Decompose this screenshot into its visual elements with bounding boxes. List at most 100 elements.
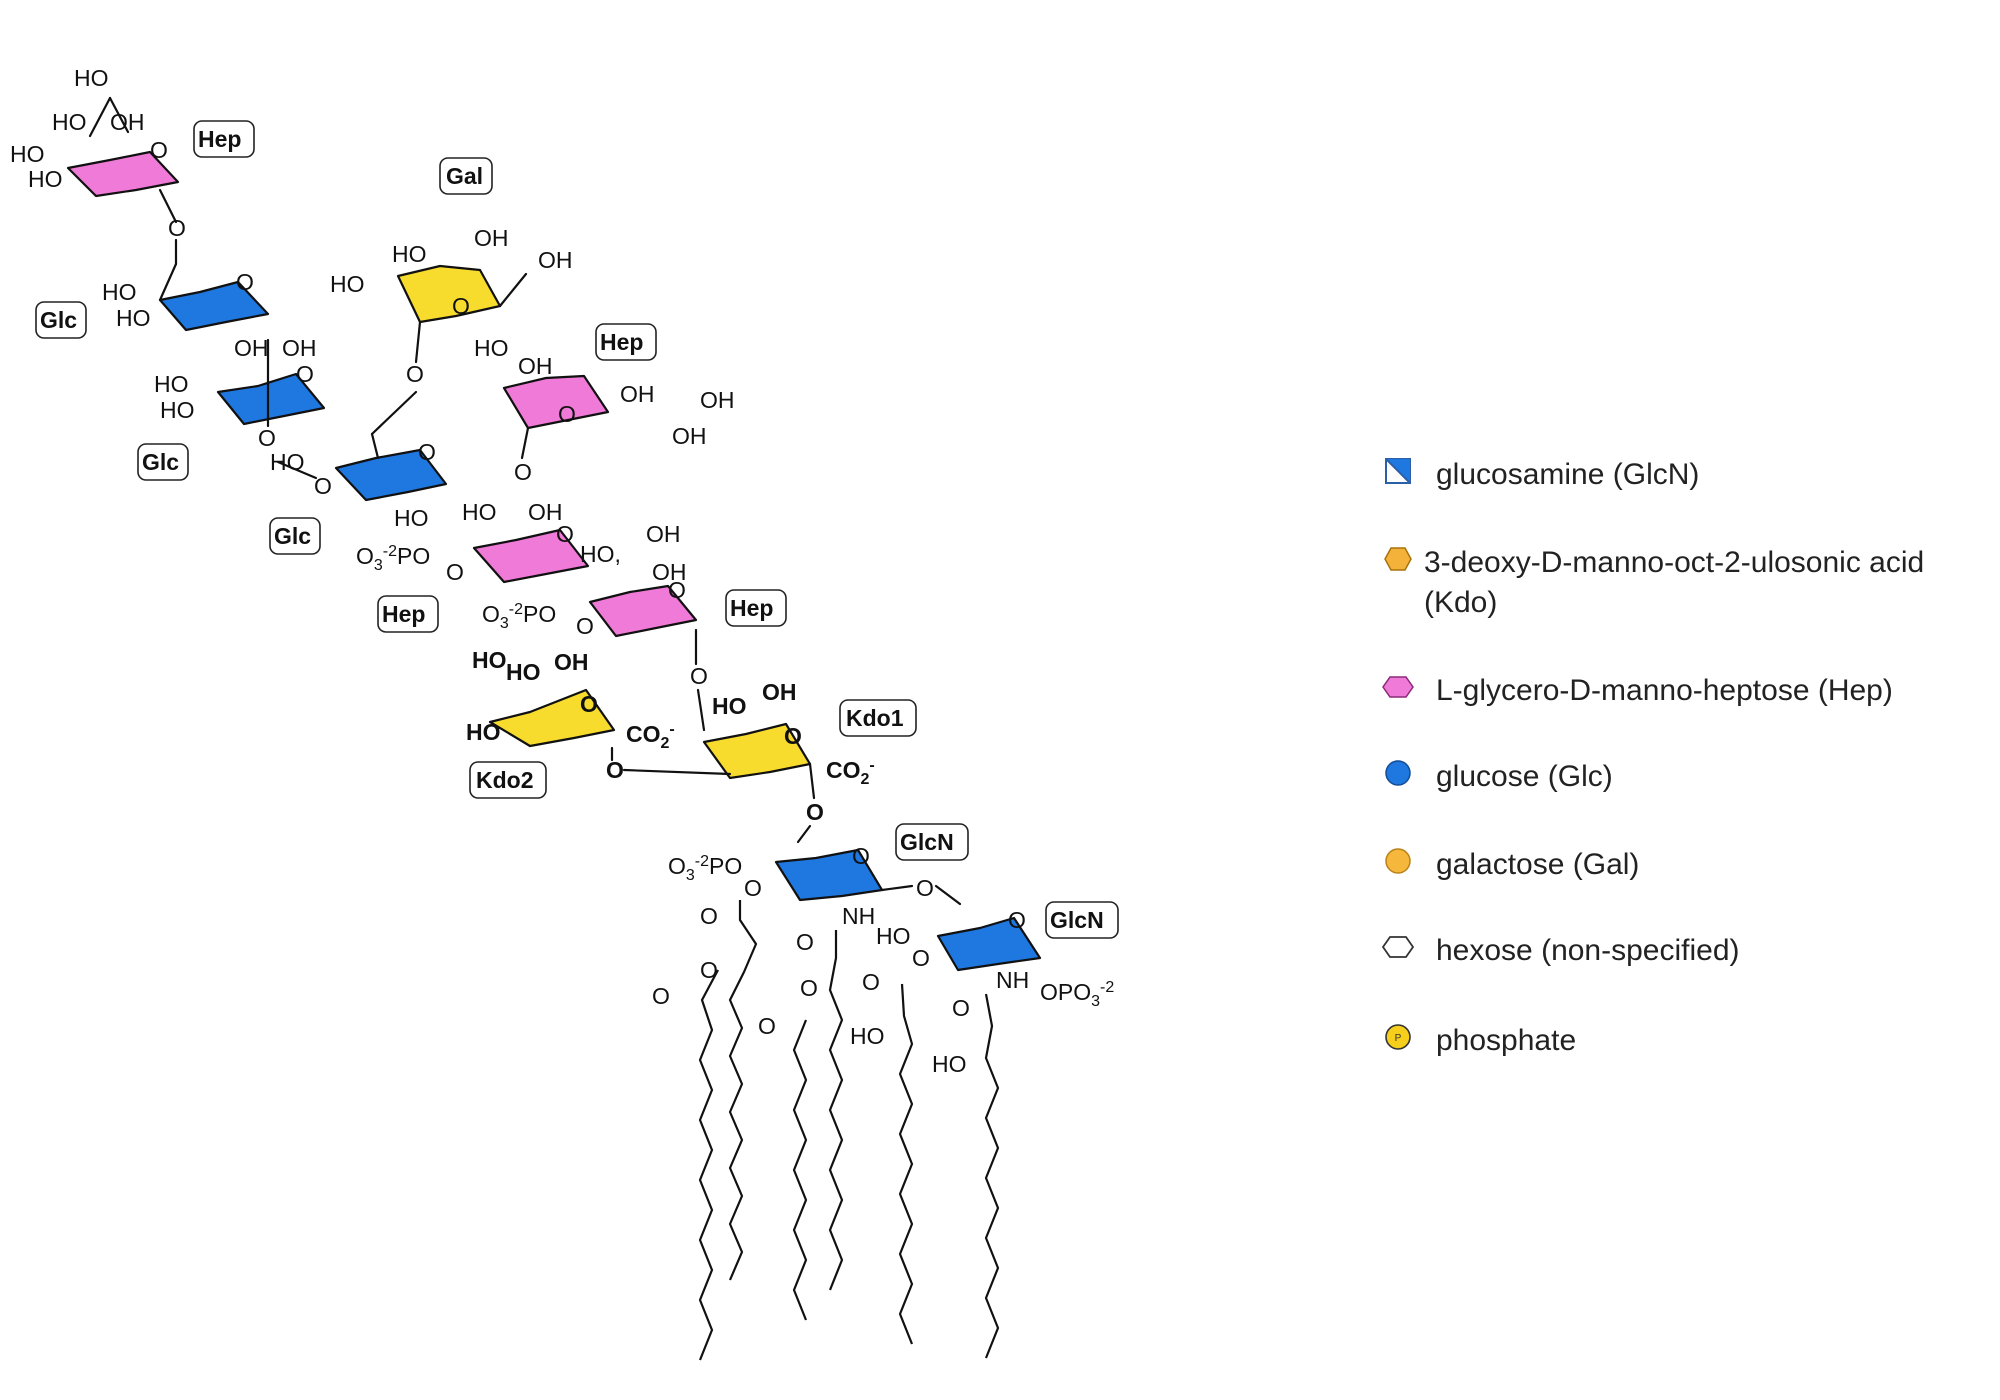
svg-text:Kdo2: Kdo2	[476, 767, 534, 793]
tag-kdo2: Kdo2	[469, 761, 547, 799]
glcn-2-ring: HO O O NH OPO3-2	[876, 907, 1114, 1010]
svg-text:O: O	[862, 969, 880, 995]
svg-text:Gal: Gal	[446, 163, 483, 189]
svg-text:OH: OH	[234, 335, 269, 361]
legend-item-hexose: hexose (non-specified)	[1380, 931, 1740, 971]
svg-text:OPO3-2: OPO3-2	[1040, 979, 1114, 1010]
svg-text:O: O	[406, 361, 424, 387]
svg-text:HO: HO	[10, 141, 45, 167]
legend-item-kdo: 3-deoxy-D-manno-oct-2-ulosonic acid (Kdo…	[1380, 543, 2000, 623]
svg-text:O: O	[744, 875, 762, 901]
svg-text:O: O	[912, 945, 930, 971]
orange-hexagon-icon	[1380, 543, 1416, 575]
legend-label: galactose (Gal)	[1436, 848, 1640, 881]
svg-text:HO: HO	[392, 241, 427, 267]
svg-text:OH: OH	[528, 499, 563, 525]
svg-text:O: O	[952, 995, 970, 1021]
hep-top-ring: HO OH HO HO HO O O	[10, 65, 186, 266]
svg-text:OH: OH	[474, 225, 509, 251]
svg-text:NH: NH	[842, 903, 875, 929]
svg-text:HO: HO	[160, 397, 195, 423]
lipid-a-chains: O O O O O O O HO O HO	[652, 900, 1000, 1361]
half-filled-square-icon	[1380, 455, 1416, 487]
tag-hep-side: Hep	[595, 323, 657, 361]
svg-text:O: O	[916, 875, 934, 901]
legend-label: L-glycero-D-manno-heptose (Hep)	[1436, 674, 1893, 707]
legend-item-gal: galactose (Gal)	[1380, 845, 1639, 885]
svg-text:HO: HO	[28, 166, 63, 192]
svg-text:O: O	[446, 559, 464, 585]
tag-glc-3: Glc	[269, 517, 321, 555]
svg-text:OH: OH	[282, 335, 317, 361]
svg-text:HO: HO	[712, 693, 747, 719]
gal-ring: HO OH OH HO O O	[330, 225, 573, 387]
svg-text:HO: HO	[466, 719, 501, 745]
svg-text:OH: OH	[652, 559, 687, 585]
svg-text:O: O	[800, 975, 818, 1001]
svg-text:Glc: Glc	[274, 523, 311, 549]
legend-label: 3-deoxy-D-manno-oct-2-ulosonic acid (Kdo…	[1424, 546, 1925, 619]
svg-text:HO: HO	[474, 335, 509, 361]
svg-text:NH: NH	[996, 967, 1029, 993]
svg-text:O: O	[452, 293, 470, 319]
tag-hep-top: Hep	[193, 120, 255, 158]
kdo1-ring: HO OH O CO2- O	[622, 679, 875, 844]
yellow-circle-icon	[1380, 845, 1416, 877]
lipopolysaccharide-structure: HO OH HO HO HO O O O HO HO OH OH O HO HO…	[10, 65, 1119, 1361]
tag-glcn-2: GlcN	[1045, 901, 1119, 939]
svg-text:HO: HO	[116, 305, 151, 331]
tag-hep-right: Hep	[725, 589, 787, 627]
tag-glc-2: Glc	[137, 443, 189, 481]
svg-text:O: O	[558, 401, 576, 427]
svg-text:O: O	[606, 757, 624, 783]
legend-item-glcn: glucosamine (GlcN)	[1380, 455, 1699, 495]
svg-text:CO2-: CO2-	[826, 757, 875, 788]
svg-text:HO: HO	[74, 65, 109, 91]
svg-text:Glc: Glc	[142, 449, 179, 475]
svg-text:HO: HO	[154, 371, 189, 397]
tag-gal: Gal	[439, 157, 493, 195]
svg-text:OH: OH	[518, 353, 553, 379]
phosphate-circle-icon: P	[1380, 1021, 1416, 1053]
pink-hexagon-icon	[1380, 671, 1416, 703]
svg-text:GlcN: GlcN	[900, 829, 954, 855]
svg-text:O: O	[236, 269, 254, 295]
svg-text:OH: OH	[646, 521, 681, 547]
svg-text:GlcN: GlcN	[1050, 907, 1104, 933]
legend-label: glucosamine (GlcN)	[1436, 458, 1700, 491]
svg-text:HO: HO	[52, 109, 87, 135]
svg-text:Hep: Hep	[600, 329, 643, 355]
svg-text:O3-2PO: O3-2PO	[356, 543, 430, 574]
svg-text:HO: HO	[394, 505, 429, 531]
svg-text:HO: HO	[462, 499, 497, 525]
legend-item-phosphate: P phosphate	[1380, 1021, 1576, 1061]
svg-text:O: O	[556, 521, 574, 547]
svg-text:OH: OH	[620, 381, 655, 407]
svg-text:O: O	[668, 577, 686, 603]
hep-right-ring: HO, OH OH O3-2PO O O O	[482, 521, 708, 732]
glc-3-ring: O HO O HO	[270, 390, 448, 531]
svg-text:O: O	[652, 983, 670, 1009]
kdo2-ring: HO HO OH HO O CO2- O	[466, 647, 675, 783]
svg-text:Kdo1: Kdo1	[846, 705, 904, 731]
svg-text:HO,: HO,	[580, 541, 621, 567]
svg-text:O: O	[258, 425, 276, 451]
legend-item-hep: L-glycero-D-manno-heptose (Hep)	[1380, 671, 1893, 711]
svg-text:O: O	[700, 957, 718, 983]
svg-text:HO: HO	[472, 647, 507, 673]
svg-text:Hep: Hep	[382, 601, 425, 627]
svg-text:Hep: Hep	[730, 595, 773, 621]
svg-text:OH: OH	[554, 649, 589, 675]
white-hexagon-icon	[1380, 931, 1416, 963]
svg-text:O: O	[580, 691, 598, 717]
legend-label: hexose (non-specified)	[1436, 934, 1740, 967]
svg-text:O: O	[852, 843, 870, 869]
svg-text:O: O	[418, 439, 436, 465]
svg-text:CO2-: CO2-	[626, 721, 675, 752]
svg-text:OH: OH	[700, 387, 735, 413]
svg-text:HO: HO	[330, 271, 365, 297]
tag-kdo1: Kdo1	[839, 699, 917, 737]
svg-text:O: O	[690, 663, 708, 689]
svg-text:HO: HO	[876, 923, 911, 949]
svg-text:OH: OH	[538, 247, 573, 273]
